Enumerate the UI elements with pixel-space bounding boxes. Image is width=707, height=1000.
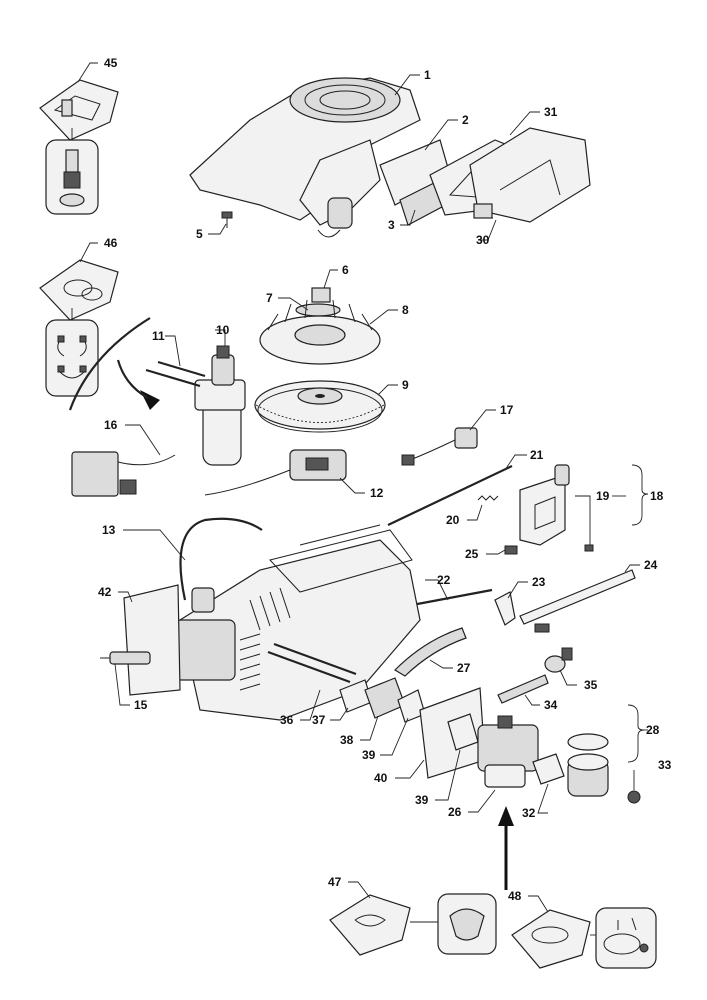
starter-motor	[194, 345, 246, 466]
kit-46-arrow-tail	[116, 359, 149, 399]
governor-lever	[494, 591, 516, 626]
nut-33	[627, 790, 641, 804]
callout-26: 26	[448, 805, 462, 819]
screw-19	[584, 544, 594, 552]
callout-13: 13	[102, 523, 116, 537]
air-intake-gasket	[532, 753, 565, 785]
callout-16: 16	[104, 418, 118, 432]
carburetor-studs	[267, 642, 357, 684]
callout-37: 37	[312, 713, 326, 727]
callout-25: 25	[465, 547, 479, 561]
callout-18: 18	[650, 489, 664, 503]
stop-switch-connector	[401, 427, 478, 466]
callout-39b: 39	[415, 793, 429, 807]
engine-bracket	[123, 584, 181, 696]
spark-plug	[100, 651, 151, 665]
callout-9: 9	[402, 378, 409, 392]
leader-lines	[77, 62, 648, 913]
callout-32: 32	[522, 806, 536, 820]
voltage-regulator	[71, 451, 176, 497]
carburetor-spacer	[364, 677, 406, 719]
fuel-filter	[544, 647, 573, 673]
callout-3: 3	[388, 218, 395, 232]
spark-plug-cap	[191, 587, 215, 613]
choke-rod	[411, 588, 493, 607]
ignition-coil	[204, 449, 347, 496]
callout-24: 24	[644, 558, 658, 572]
flywheel	[254, 380, 386, 433]
blower-housing	[189, 77, 421, 238]
callout-33: 33	[658, 758, 672, 772]
callout-labels: 1 2 3 5 6 7 8 9 10 11 12 13 15 16 17 18 …	[98, 56, 672, 903]
kit-46-bag	[39, 259, 119, 397]
bracket-18	[631, 464, 649, 526]
callout-42: 42	[98, 585, 112, 599]
kit-47-bag	[329, 893, 497, 956]
governor-link-rod	[519, 569, 636, 625]
callout-28: 28	[646, 723, 660, 737]
callout-6: 6	[342, 263, 349, 277]
kit-46-arrow	[68, 317, 151, 411]
callout-17: 17	[500, 403, 514, 417]
callout-30: 30	[476, 233, 490, 247]
callout-8: 8	[402, 303, 409, 317]
kit-48-bag	[511, 907, 657, 969]
callout-39a: 39	[362, 748, 376, 762]
screw-23	[534, 623, 550, 633]
callout-45: 45	[104, 56, 118, 70]
callout-10: 10	[216, 323, 230, 337]
callout-19: 19	[596, 489, 610, 503]
kit-45-bag	[39, 79, 119, 215]
fuel-hose	[497, 674, 549, 704]
air-intake-elbow	[567, 733, 609, 797]
callout-40: 40	[374, 771, 388, 785]
callout-1: 1	[424, 68, 431, 82]
callout-31: 31	[544, 105, 558, 119]
kit-46-arrow-head	[140, 390, 160, 410]
screw-25	[504, 545, 518, 555]
bracket-28	[627, 704, 645, 763]
callout-23: 23	[532, 575, 546, 589]
callout-20: 20	[446, 513, 460, 527]
callout-48: 48	[508, 889, 522, 903]
callout-34: 34	[544, 698, 558, 712]
callout-36: 36	[280, 713, 294, 727]
air-filter-cover	[469, 127, 591, 223]
spark-plug-lead	[179, 517, 263, 601]
callout-47: 47	[328, 875, 342, 889]
callout-38: 38	[340, 733, 354, 747]
callout-22: 22	[437, 573, 451, 587]
screw-5	[221, 211, 233, 228]
cooling-fan	[259, 299, 381, 365]
callout-7: 7	[266, 291, 273, 305]
callout-27: 27	[457, 661, 471, 675]
carburetor	[477, 715, 539, 788]
callout-11: 11	[152, 329, 165, 343]
governor-spring	[477, 495, 499, 501]
callout-12: 12	[370, 486, 384, 500]
callout-46: 46	[104, 236, 118, 250]
kit-48-arrow-head	[498, 806, 514, 826]
callout-15: 15	[134, 698, 148, 712]
callout-21: 21	[530, 448, 544, 462]
callout-35: 35	[584, 678, 598, 692]
starter-bolts	[145, 360, 206, 388]
breather-hose	[394, 627, 467, 677]
callout-2: 2	[462, 113, 469, 127]
callout-5: 5	[196, 227, 203, 241]
governor-rod	[387, 465, 513, 526]
fan-nut	[311, 287, 331, 303]
throttle-bracket	[519, 464, 570, 546]
